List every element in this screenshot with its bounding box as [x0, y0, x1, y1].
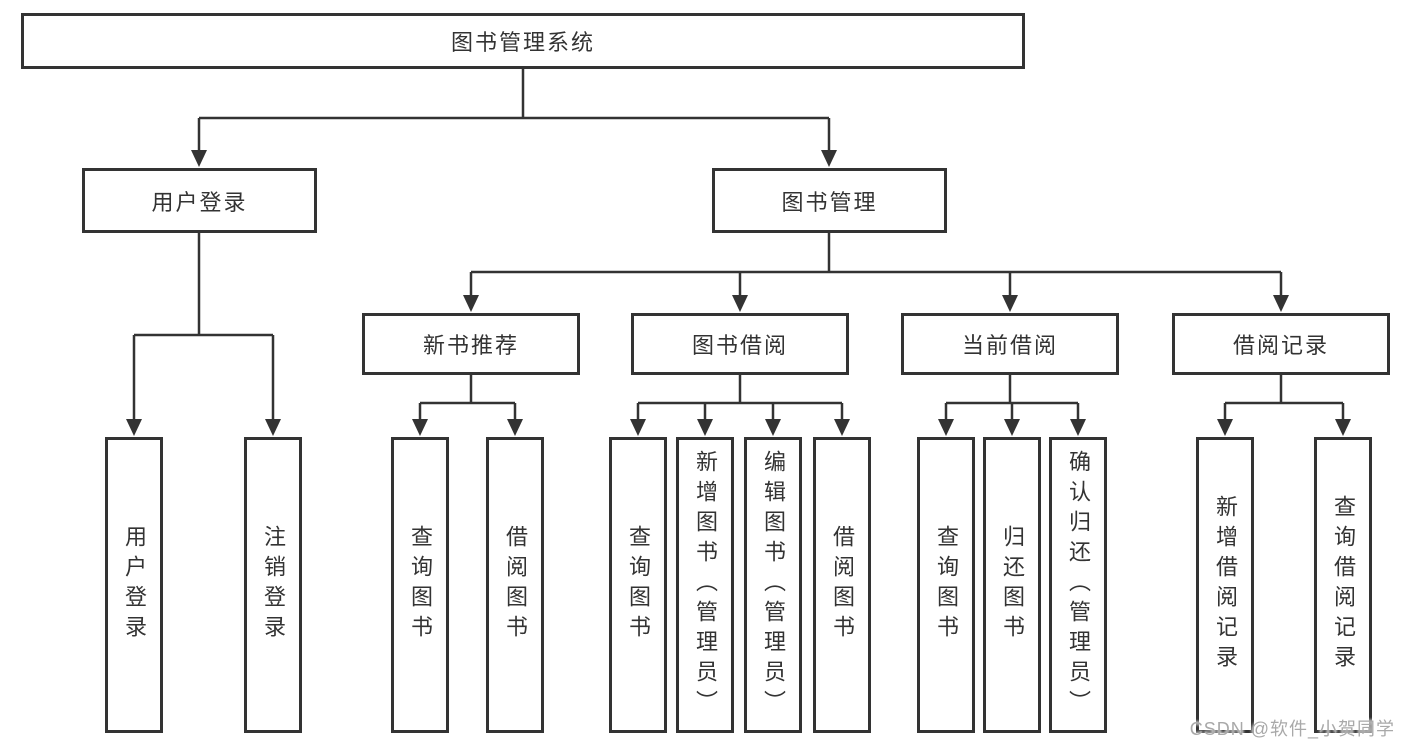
node-user-login: 用户登录: [82, 168, 317, 233]
leaf-label: 确认归还（管理员）: [1066, 450, 1091, 720]
leaf-add-book-admin: 新增图书（管理员）: [676, 437, 734, 733]
leaf-confirm-return-admin: 确认归还（管理员）: [1049, 437, 1107, 733]
leaf-borrow-books-1: 借阅图书: [486, 437, 544, 733]
leaf-label: 新增借阅记录: [1213, 495, 1238, 675]
node-book-management-label: 图书管理: [781, 189, 878, 215]
arrowhead-icons: [126, 150, 1351, 436]
leaf-query-borrow-record: 查询借阅记录: [1314, 437, 1372, 733]
leaf-label: 归还图书: [1000, 525, 1025, 645]
leaf-label: 用户登录: [122, 525, 147, 645]
node-new-book-recommend: 新书推荐: [362, 313, 580, 375]
node-current-borrowing-label: 当前借阅: [961, 333, 1058, 358]
leaf-query-books-2: 查询图书: [609, 437, 667, 733]
node-root-system: 图书管理系统: [21, 13, 1025, 69]
node-new-book-recommend-label: 新书推荐: [422, 333, 519, 358]
leaf-return-book: 归还图书: [983, 437, 1041, 733]
leaf-label: 借阅图书: [830, 525, 855, 645]
node-user-login-label: 用户登录: [151, 189, 248, 215]
node-root-label: 图书管理系统: [450, 30, 595, 55]
leaf-logout: 注销登录: [244, 437, 302, 733]
leaf-label: 查询图书: [934, 525, 959, 645]
leaf-label: 借阅图书: [503, 525, 528, 645]
leaf-add-borrow-record: 新增借阅记录: [1196, 437, 1254, 733]
leaf-user-login: 用户登录: [105, 437, 163, 733]
leaf-label: 查询图书: [408, 525, 433, 645]
leaf-edit-book-admin: 编辑图书（管理员）: [744, 437, 802, 733]
leaf-label: 查询图书: [626, 525, 651, 645]
csdn-watermark: CSDN @软件_小贺同学: [1189, 719, 1395, 739]
leaf-label: 新增图书（管理员）: [693, 450, 718, 720]
leaf-label: 查询借阅记录: [1331, 495, 1356, 675]
leaf-label: 注销登录: [261, 525, 286, 645]
node-borrow-records-label: 借阅记录: [1232, 333, 1329, 358]
node-book-management: 图书管理: [712, 168, 947, 233]
leaf-label: 编辑图书（管理员）: [761, 450, 786, 720]
node-borrow-records: 借阅记录: [1172, 313, 1390, 375]
node-book-borrowing: 图书借阅: [631, 313, 849, 375]
leaf-borrow-books-2: 借阅图书: [813, 437, 871, 733]
leaf-query-books-1: 查询图书: [391, 437, 449, 733]
node-current-borrowing: 当前借阅: [901, 313, 1119, 375]
node-book-borrowing-label: 图书借阅: [691, 333, 788, 358]
leaf-query-books-3: 查询图书: [917, 437, 975, 733]
